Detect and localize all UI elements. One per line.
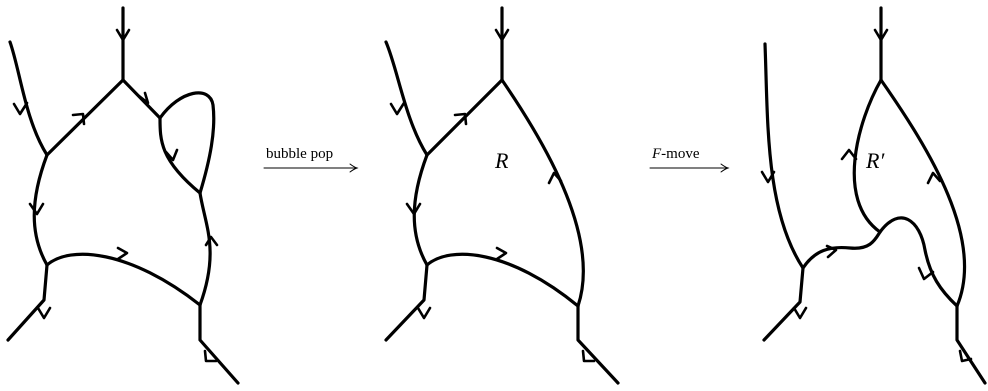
left-left-side-edge bbox=[32, 153, 49, 267]
left-arrow-top-right bbox=[137, 91, 150, 105]
bubble-pop-label: bubble pop bbox=[266, 146, 333, 162]
right-connector-edge bbox=[801, 230, 882, 270]
f-move-label: F-move bbox=[651, 146, 700, 162]
left-graph bbox=[6, 6, 240, 385]
bubble-pop-arrow-tip bbox=[349, 163, 359, 173]
right-bottom-left-leg bbox=[762, 266, 805, 342]
right-arrow-big-right bbox=[926, 171, 942, 185]
right-bottom-right-leg bbox=[955, 304, 987, 385]
middle-graph: R bbox=[384, 6, 620, 385]
middle-arrow-big-right bbox=[547, 171, 563, 185]
middle-upper-left-leg bbox=[384, 40, 429, 157]
left-arrow-upper-left bbox=[12, 101, 29, 116]
left-arrow-left-side bbox=[28, 202, 45, 216]
f-move-operation: F-move bbox=[649, 146, 730, 173]
left-bottom-left-leg bbox=[6, 263, 49, 342]
right-arrow-far-left bbox=[760, 170, 776, 184]
f-move-arrow-tip bbox=[720, 163, 730, 173]
right-arrow-bottom-left bbox=[792, 306, 808, 320]
middle-bottom-left-leg bbox=[384, 263, 429, 342]
region-label-r: R bbox=[494, 148, 509, 173]
middle-arrow-top bbox=[494, 28, 510, 42]
middle-arrow-top-left bbox=[453, 112, 468, 126]
right-far-left-edge bbox=[763, 42, 805, 270]
f-move-variable: F bbox=[651, 146, 662, 162]
left-bubble-outer-edge bbox=[158, 91, 216, 195]
right-big-right-edge bbox=[879, 78, 967, 308]
left-top-left-edge bbox=[45, 78, 125, 157]
middle-arrow-bottom-arc bbox=[495, 246, 508, 261]
region-label-r-prime: R′ bbox=[865, 148, 885, 173]
middle-arrow-bottom-left bbox=[416, 306, 432, 320]
middle-left-side-edge bbox=[412, 153, 429, 267]
right-graph: R′ bbox=[760, 6, 987, 385]
left-bubble-inner-edge bbox=[158, 116, 202, 195]
left-arrow-right-side bbox=[204, 235, 219, 247]
middle-bottom-arc-edge bbox=[425, 252, 580, 308]
middle-arrow-bottom-right bbox=[581, 349, 596, 363]
right-arrow-bottom-right bbox=[958, 349, 973, 363]
left-arrow-bottom-left bbox=[36, 306, 52, 320]
middle-arrow-left-side bbox=[405, 202, 422, 216]
left-bottom-right-leg bbox=[198, 303, 240, 385]
left-arrow-top-left bbox=[71, 112, 86, 126]
middle-big-right-edge bbox=[500, 78, 585, 308]
left-arrow-top bbox=[115, 28, 131, 42]
right-inner-arc-edge bbox=[878, 216, 959, 308]
left-arrow-bottom-right bbox=[203, 349, 218, 363]
left-upper-left-leg bbox=[8, 40, 49, 157]
left-arrow-bottom-arc bbox=[116, 246, 129, 261]
left-right-side-edge bbox=[198, 191, 212, 307]
right-arrow-connector bbox=[825, 244, 838, 259]
f-move-suffix: -move bbox=[661, 146, 700, 162]
middle-arrow-upper-left bbox=[389, 101, 406, 116]
right-arrow-inner-arc bbox=[917, 266, 935, 281]
left-arrow-bubble-inner bbox=[164, 148, 179, 162]
right-arrow-left-loop bbox=[840, 148, 858, 161]
middle-bottom-right-leg bbox=[576, 304, 620, 385]
right-arrow-top bbox=[873, 28, 889, 42]
left-bottom-arc-edge bbox=[45, 252, 202, 307]
bubble-pop-operation: bubble pop bbox=[263, 146, 359, 173]
